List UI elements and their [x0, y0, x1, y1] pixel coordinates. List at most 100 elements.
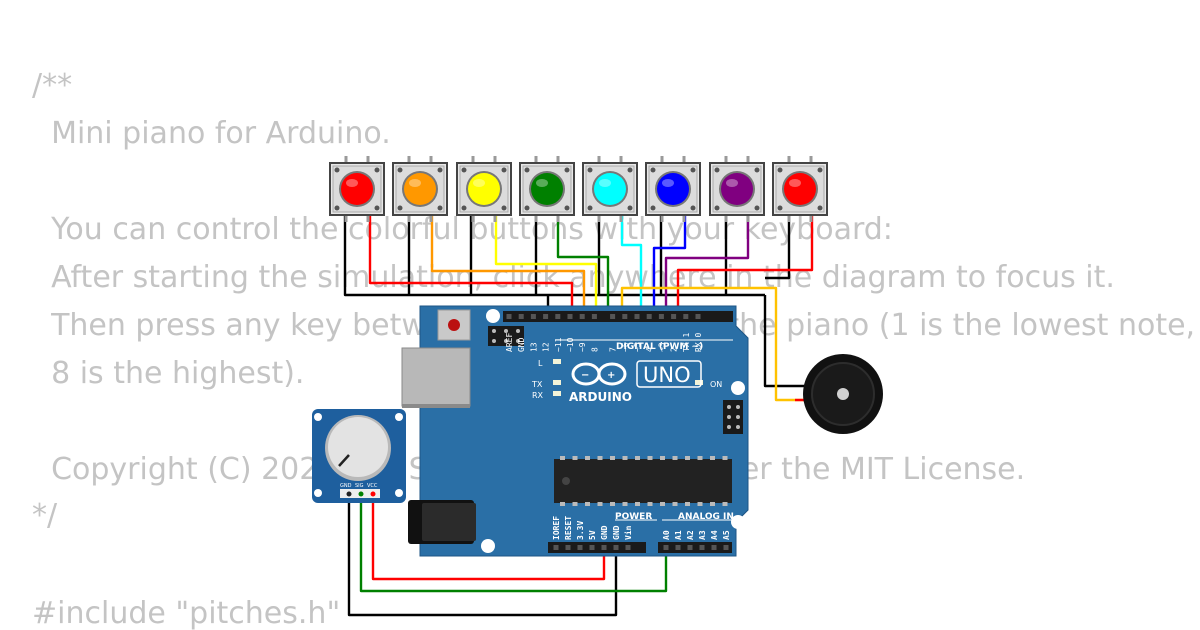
- button-cap[interactable]: [657, 173, 689, 205]
- code-line: #include "pitches.h": [32, 596, 341, 630]
- analog-pin-label: A2: [686, 530, 695, 540]
- wire-btn6: [652, 216, 687, 318]
- digital-pin-label: 7: [609, 347, 618, 352]
- led-l: [553, 359, 561, 364]
- digital-pin-label: TX 1: [682, 333, 691, 352]
- button-cap[interactable]: [784, 173, 816, 205]
- svg-text:+: +: [607, 370, 615, 381]
- button-cap[interactable]: [721, 173, 753, 205]
- led-tx-label: TX: [531, 380, 543, 389]
- pushbutton-purple[interactable]: [709, 156, 765, 222]
- code-line: You can control the colorful buttons wit…: [32, 212, 893, 247]
- led-on: [695, 380, 703, 385]
- pushbutton-yellow[interactable]: [456, 156, 512, 222]
- potentiometer-indicator: [338, 454, 350, 467]
- code-line: /**: [32, 68, 73, 103]
- power-pin-label: GND: [612, 525, 621, 540]
- digital-pin-label: GND: [517, 337, 526, 352]
- analog-label: ANALOG IN: [678, 512, 734, 522]
- digital-pin-label: RX 0: [694, 333, 703, 352]
- pushbutton-cyan[interactable]: [582, 156, 638, 222]
- power-label: POWER: [615, 512, 652, 522]
- mounting-hole: [731, 515, 745, 529]
- wire-btn5: [620, 216, 643, 318]
- button-cap[interactable]: [341, 173, 373, 205]
- digital-pin-label: 12: [542, 342, 551, 352]
- button-cap[interactable]: [594, 173, 626, 205]
- pot-pin-label: VCC: [367, 483, 378, 489]
- power-pin-label: IOREF: [552, 516, 561, 540]
- digital-pin-label: 8: [590, 347, 599, 352]
- wire-btn8: [676, 216, 814, 318]
- pushbutton-red[interactable]: [772, 156, 828, 222]
- pushbutton-orange[interactable]: [392, 156, 448, 222]
- power-pin-label: 5V: [588, 530, 597, 540]
- analog-header: [658, 542, 732, 553]
- digital-pin-label: 4: [645, 347, 654, 352]
- power-pin-label: 3.3V: [576, 521, 585, 540]
- pot-pin-label: GND: [340, 483, 352, 489]
- led-rx-label: RX: [532, 391, 544, 400]
- wire-buzzer-signal: [620, 286, 806, 402]
- pushbutton-green[interactable]: [519, 156, 575, 222]
- digital-pin-label: ~6: [621, 342, 630, 352]
- digital-pin-label: 13: [529, 342, 538, 352]
- power-pin-label: Vin: [623, 525, 633, 540]
- wire-gnd-bus: [343, 216, 791, 297]
- button-cap[interactable]: [468, 173, 500, 205]
- analog-pin-label: A3: [698, 530, 707, 540]
- analog-pin-label: A0: [662, 530, 671, 540]
- wire-pot-vcc: [371, 496, 606, 581]
- arduino-logo-text: ARDUINO: [569, 390, 632, 404]
- atmega-chip: [554, 459, 732, 503]
- analog-pin-label: A1: [674, 530, 683, 540]
- icsp-header-top: [488, 326, 524, 346]
- mounting-hole: [731, 381, 745, 395]
- pot-pin-label: SIG: [355, 483, 364, 489]
- potentiometer-knob: [328, 417, 388, 477]
- mounting-hole: [481, 539, 495, 553]
- led-rx: [553, 391, 561, 396]
- analog-pin-label: A4: [710, 530, 719, 540]
- buzzer-hole: [837, 388, 849, 400]
- button-cap[interactable]: [531, 173, 563, 205]
- digital-header: [503, 311, 733, 322]
- code-line: 8 is the highest).: [32, 356, 305, 391]
- pushbuttons[interactable]: [329, 156, 828, 222]
- svg-text:−: −: [581, 370, 589, 381]
- wire-btn1: [368, 216, 574, 318]
- led-on-label: ON: [710, 380, 722, 389]
- power-header: [548, 542, 646, 553]
- button-cap[interactable]: [404, 173, 436, 205]
- code-line: */: [32, 498, 58, 533]
- usb-port: [401, 347, 471, 407]
- wire-pot-sig: [359, 496, 668, 593]
- pushbutton-red[interactable]: [329, 156, 385, 222]
- digital-label: DIGITAL (PWM ~): [616, 342, 703, 352]
- analog-pin-label: A5: [722, 530, 731, 540]
- power-pin-label: RESET: [564, 516, 573, 540]
- digital-pin-label: ~5: [633, 342, 642, 352]
- digital-pin-label: AREF: [505, 333, 514, 352]
- wire-btn4: [556, 216, 610, 318]
- digital-pin-label: ~10: [566, 337, 575, 352]
- pushbutton-blue[interactable]: [645, 156, 701, 222]
- code-line: Mini piano for Arduino.: [32, 116, 391, 151]
- potentiometer[interactable]: GND SIG VCC: [312, 409, 406, 503]
- led-l-label: L: [538, 359, 543, 368]
- wires: [343, 216, 814, 617]
- wire-btn3: [494, 216, 598, 318]
- digital-pin-label: ~3: [657, 342, 666, 352]
- uno-text: UNO: [643, 363, 691, 387]
- digital-pin-label: 2: [670, 347, 679, 352]
- digital-pin-label: ~11: [554, 337, 563, 352]
- led-tx: [553, 380, 561, 385]
- mounting-hole: [486, 309, 500, 323]
- buzzer[interactable]: [803, 354, 883, 434]
- wire-pot-gnd: [347, 496, 618, 617]
- wire-btn2: [430, 216, 586, 318]
- uno-badge: [636, 360, 702, 388]
- power-pin-label: GND: [600, 525, 609, 540]
